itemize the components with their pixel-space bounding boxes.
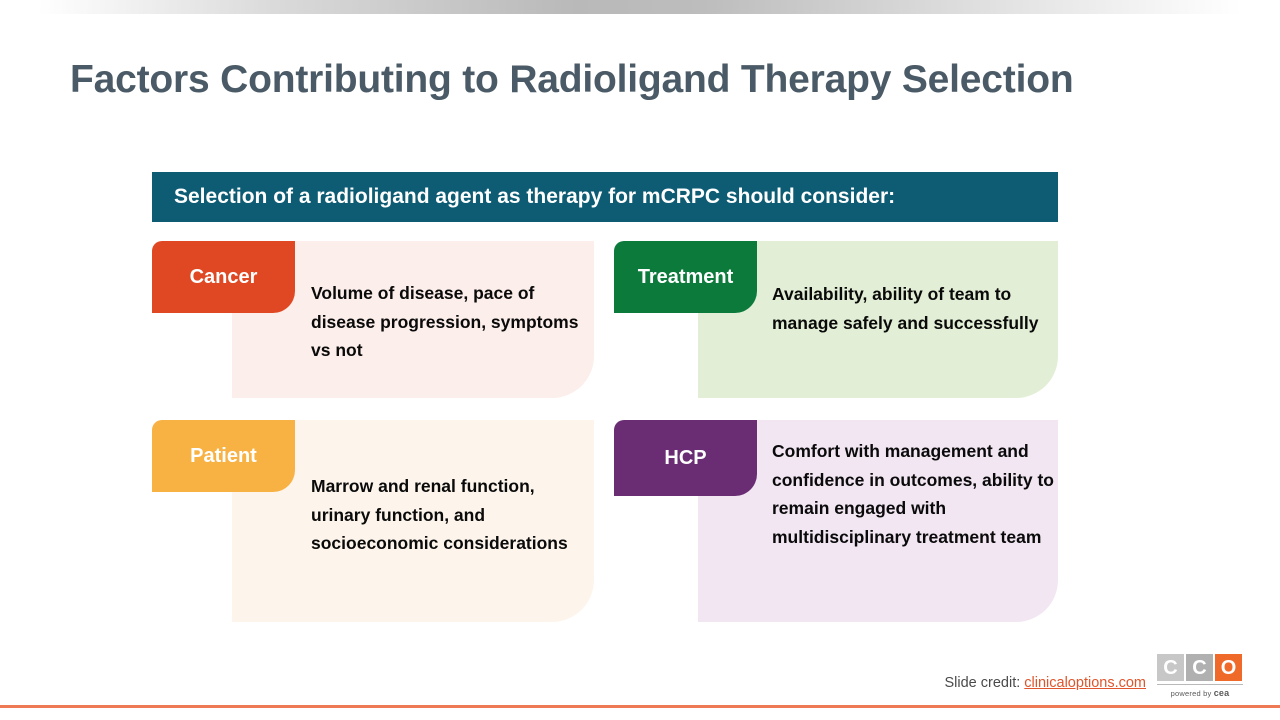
- cco-logo-tagline: powered by cea: [1157, 688, 1243, 698]
- factor-card-treatment: Availability, ability of team to manage …: [614, 241, 1058, 398]
- factor-card-panel: [698, 241, 1058, 398]
- page-title: Factors Contributing to Radioligand Ther…: [70, 58, 1074, 101]
- factor-card-tag: Cancer: [152, 241, 295, 313]
- factor-card-hcp: Comfort with management and confidence i…: [614, 420, 1058, 622]
- cco-logo-letter-1: C: [1157, 654, 1184, 681]
- factor-card-body: Comfort with management and confidence i…: [772, 441, 1054, 547]
- factor-card-tag: Patient: [152, 420, 295, 492]
- slide-credit-label: Slide credit:: [944, 675, 1021, 691]
- cco-logo-letter-2: C: [1186, 654, 1213, 681]
- factor-card-cancer: Volume of disease, pace of disease progr…: [152, 241, 594, 398]
- factor-card-panel: [698, 420, 1058, 622]
- cco-logo: C C O powered by cea: [1157, 654, 1243, 698]
- cco-logo-letter-3: O: [1215, 654, 1242, 681]
- cco-logo-blocks: C C O: [1157, 654, 1243, 681]
- factor-card-body: Availability, ability of team to manage …: [772, 284, 1039, 333]
- factor-card-body: Marrow and renal function, urinary funct…: [311, 476, 568, 553]
- factor-card-patient: Marrow and renal function, urinary funct…: [152, 420, 594, 622]
- factor-card-tag-label: Patient: [190, 445, 257, 467]
- slide-credit: Slide credit: clinicaloptions.com: [945, 675, 1147, 691]
- header-band: Selection of a radioligand agent as ther…: [152, 172, 1058, 222]
- bottom-accent-rule: [0, 705, 1280, 708]
- header-band-label: Selection of a radioligand agent as ther…: [174, 185, 896, 208]
- slide-credit-link[interactable]: clinicaloptions.com: [1024, 675, 1146, 691]
- factor-card-body: Volume of disease, pace of disease progr…: [311, 283, 579, 360]
- factor-card-tag-label: Treatment: [637, 266, 734, 288]
- cco-logo-tagline-prefix: powered by: [1170, 689, 1214, 698]
- cco-logo-tagline-brand: cea: [1213, 688, 1230, 698]
- factor-card-tag-label: HCP: [664, 447, 707, 469]
- factor-card-tag: Treatment: [614, 241, 757, 313]
- top-gradient-bar: [0, 0, 1280, 14]
- factor-card-tag: HCP: [614, 420, 757, 496]
- cco-logo-divider: [1157, 684, 1243, 685]
- factor-card-tag-label: Cancer: [189, 266, 258, 288]
